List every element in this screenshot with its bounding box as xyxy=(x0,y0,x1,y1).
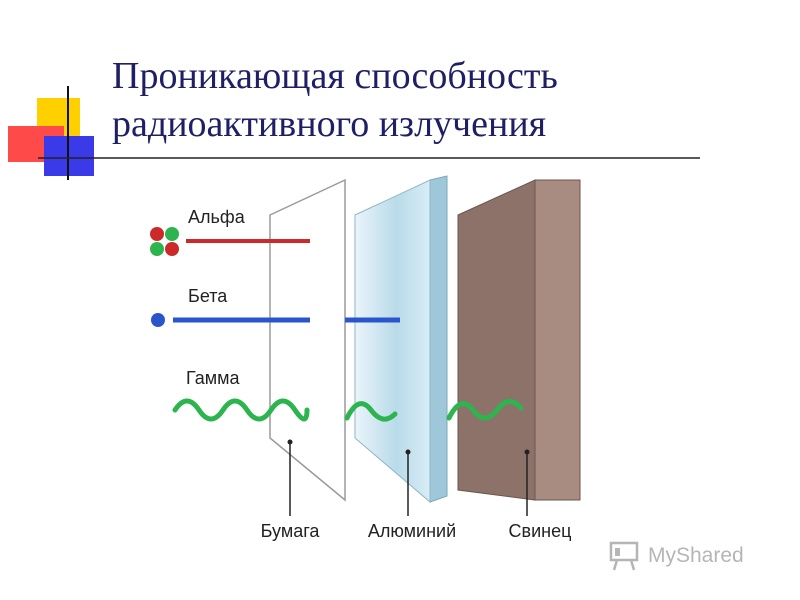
aluminum-plate xyxy=(354,179,431,504)
lead-block xyxy=(457,179,536,501)
lead-label: Свинец xyxy=(509,521,572,541)
gamma-wave-3 xyxy=(446,399,524,421)
title-line-2: радиоактивного излучения xyxy=(112,103,547,145)
paper-pointer xyxy=(287,439,293,516)
aluminum-plate-edge xyxy=(429,175,448,503)
paper-label: Бумага xyxy=(261,521,321,541)
alpha-label: Альфа xyxy=(188,207,246,227)
watermark: MyShared xyxy=(608,538,778,574)
presentation-board-icon xyxy=(609,541,639,571)
aluminum-pointer xyxy=(405,449,411,516)
gamma-label: Гамма xyxy=(186,368,240,388)
beta-particle-icon xyxy=(151,313,165,327)
aluminum-label: Алюминий xyxy=(368,521,456,541)
title-line-1: Проникающая способность xyxy=(112,55,558,97)
gamma-wave-2 xyxy=(344,401,398,422)
beta-label: Бета xyxy=(188,286,228,306)
alpha-particle-icon xyxy=(150,227,179,256)
lead-pointer xyxy=(524,449,530,516)
paper-sheet xyxy=(269,178,346,502)
watermark-text: MyShared xyxy=(648,544,744,567)
gamma-wave-1 xyxy=(172,398,310,422)
lead-block-side xyxy=(534,179,581,501)
page-title: Проникающая способность радиоактивного и… xyxy=(112,52,558,148)
